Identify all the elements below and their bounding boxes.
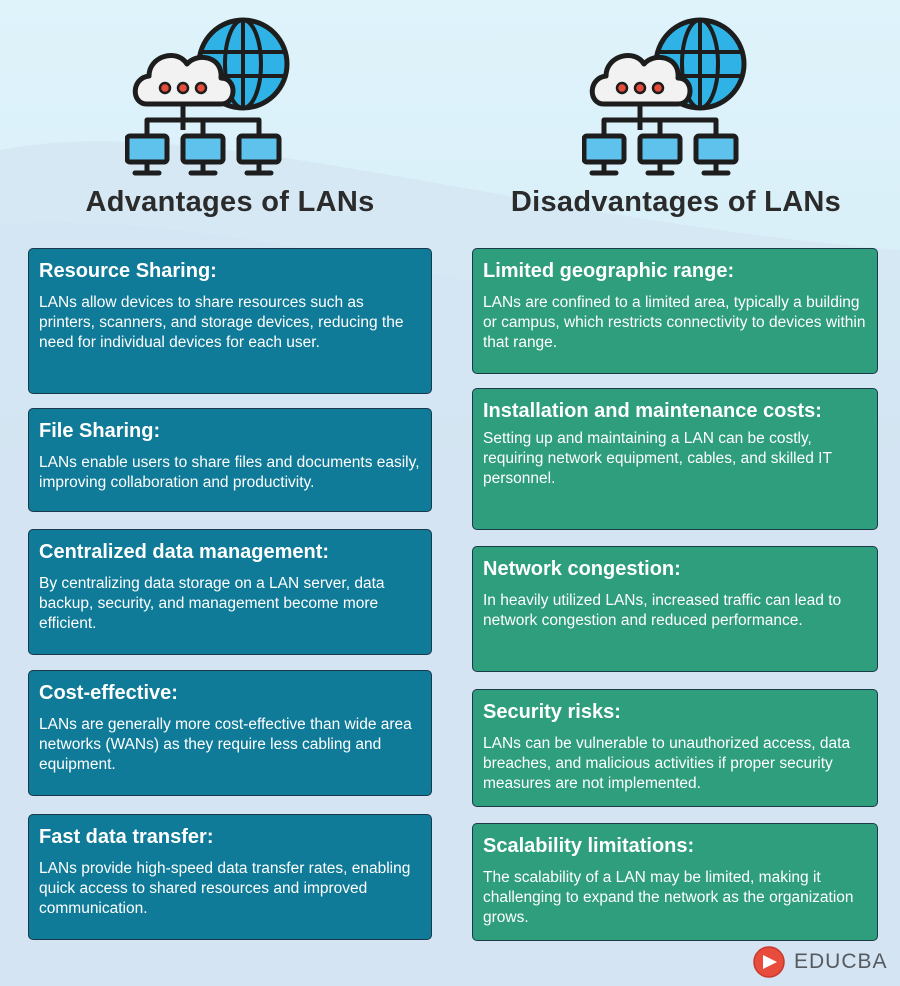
cloud-globe-network-icon [582,12,752,182]
disadvantages-title: Disadvantages of LANs [510,186,842,218]
card-heading: Installation and maintenance costs: [483,400,822,422]
card-text: By centralizing data storage on a LAN se… [39,575,385,632]
card-heading: Scalability limitations: [483,835,695,857]
card-heading: Network congestion: [483,558,681,580]
advantage-card-fast-data-transfer: Fast data transfer: LANs provide high-sp… [28,814,432,940]
disadvantage-card-security-risks: Security risks: LANs can be vulnerable t… [472,689,878,807]
card-text: Setting up and maintaining a LAN can be … [483,430,832,487]
card-text: LANs are generally more cost-effective t… [39,716,412,773]
card-heading: Limited geographic range: [483,260,735,282]
card-text: LANs provide high-speed data transfer ra… [39,860,411,917]
card-heading: Cost-effective: [39,682,178,704]
card-text: LANs allow devices to share resources su… [39,294,404,351]
card-text: The scalability of a LAN may be limited,… [483,869,854,926]
card-text: LANs are confined to a limited area, typ… [483,294,866,351]
disadvantage-card-installation-costs: Installation and maintenance costs: Sett… [472,388,878,530]
card-text: LANs can be vulnerable to unauthorized a… [483,735,851,792]
cloud-globe-network-icon [125,12,295,182]
card-heading: Security risks: [483,701,621,723]
card-heading: File Sharing: [39,420,161,442]
educba-logo-icon [753,946,785,978]
educba-logo: EDUCBA [752,944,888,980]
card-heading: Resource Sharing: [39,260,217,282]
advantage-card-file-sharing: File Sharing: LANs enable users to share… [28,408,432,512]
disadvantage-card-network-congestion: Network congestion: In heavily utilized … [472,546,878,672]
card-heading: Centralized data management: [39,541,330,563]
disadvantage-card-limited-range: Limited geographic range: LANs are confi… [472,248,878,374]
disadvantage-card-scalability: Scalability limitations: The scalability… [472,823,878,941]
card-text: LANs enable users to share files and doc… [39,454,420,491]
advantages-title: Advantages of LANs [85,186,375,218]
card-text: In heavily utilized LANs, increased traf… [483,592,842,629]
logo-text: EDUCBA [794,950,888,973]
advantage-card-centralized-data: Centralized data management: By centrali… [28,529,432,655]
card-heading: Fast data transfer: [39,826,214,848]
advantage-card-resource-sharing: Resource Sharing: LANs allow devices to … [28,248,432,394]
advantage-card-cost-effective: Cost-effective: LANs are generally more … [28,670,432,796]
